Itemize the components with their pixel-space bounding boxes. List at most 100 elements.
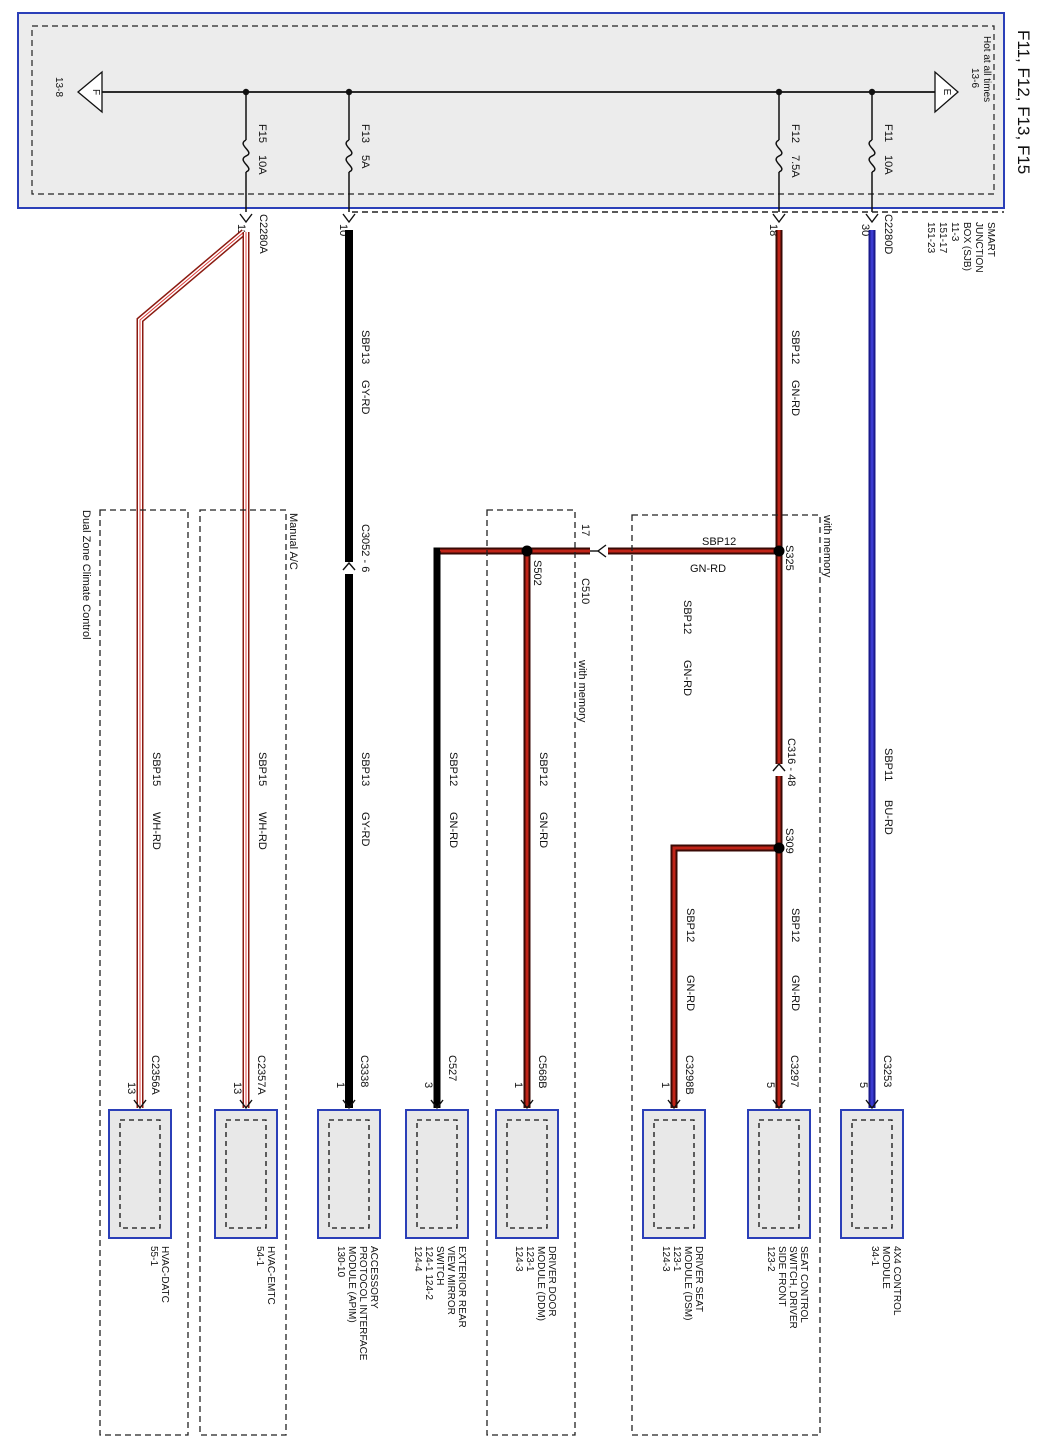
module-seat-switch-label-line: 123-2	[765, 1246, 776, 1272]
module-hvac-emtc-pin-symbol	[239, 1099, 253, 1110]
module-dsm-pin: 1	[659, 1082, 671, 1088]
connector-c2280d: C2280D	[882, 214, 894, 254]
module-ddm-label-line: 124-3	[513, 1246, 524, 1272]
option-with-memory-door: with memory	[486, 509, 588, 1436]
module-apim-pin-symbol	[342, 1099, 356, 1110]
sjb-inner-outline	[31, 25, 995, 195]
fuse-f15-rating: 10A	[256, 155, 268, 175]
module-4x4-connector: C3253	[881, 1055, 893, 1087]
svg-text:GY-RD: GY-RD	[359, 380, 371, 414]
svg-text:SBP15: SBP15	[256, 752, 268, 786]
svg-text:SBP13: SBP13	[359, 330, 371, 364]
feed-out-triangle	[76, 70, 103, 114]
svg-text:Dual Zone Climate Control: Dual Zone Climate Control	[80, 510, 92, 640]
wire-sbp12-s309-branch	[670, 844, 779, 1108]
fuse-f13: F13 5A	[345, 88, 371, 212]
fuse-f15-id: F15	[256, 124, 268, 143]
svg-text:C316 - 48: C316 - 48	[785, 738, 797, 786]
module-ddm-label-line: MODULE (DDM)	[535, 1246, 546, 1321]
svg-text:C3052 - 6: C3052 - 6	[359, 524, 371, 572]
module-4x4-inner	[851, 1119, 893, 1229]
svg-text:SBP12: SBP12	[537, 752, 549, 786]
module-dsm-label-line: MODULE (DSM)	[682, 1246, 693, 1320]
module-seat-switch-label-line: SEAT CONTROL	[798, 1246, 809, 1323]
feed-out-letter: F	[90, 89, 101, 95]
svg-text:151-17: 151-17	[937, 222, 948, 254]
module-apim-inner	[328, 1119, 370, 1229]
module-seat-switch-inner	[758, 1119, 800, 1229]
wire-labels: SBP11 BU-RD SBP12 GN-RD SBP12 GN-RD SBP1…	[150, 330, 894, 1011]
module-seat-switch-box	[747, 1109, 811, 1239]
module-hvac-emtc-pin: 13	[231, 1082, 243, 1094]
module-4x4-label-line: 34-1	[869, 1246, 880, 1266]
module-seat-switch-pin-symbol	[772, 1099, 786, 1110]
svg-text:WH-RD: WH-RD	[150, 812, 162, 850]
module-dsm-label-line: 124-3	[660, 1246, 671, 1272]
module-apim-connector: C3338	[358, 1055, 370, 1087]
module-ddm-box	[495, 1109, 559, 1239]
module-hvac-datc-pin: 13	[125, 1082, 137, 1094]
svg-text:SBP15: SBP15	[150, 752, 162, 786]
inline-c316: C316 - 48	[772, 738, 797, 786]
module-mirror-switch-connector: C527	[446, 1055, 458, 1081]
module-hvac-datc-connector: C2356A	[149, 1055, 161, 1095]
module-dsm-inner	[653, 1119, 695, 1229]
option-manual-ac: Manual A/C	[199, 509, 299, 1436]
splice-s502-label: S502	[531, 560, 543, 586]
svg-text:GN-RD: GN-RD	[684, 975, 696, 1011]
module-seat-switch-label-line: SWITCH, DRIVER	[787, 1246, 798, 1329]
fuse-f12: F12 7.5A	[775, 88, 801, 212]
option-with-memory-seat: with memory	[631, 514, 833, 1436]
module-hvac-datc-pin-symbol	[133, 1099, 147, 1110]
module-mirror-switch-label-line: SWITCH	[434, 1246, 445, 1285]
inline-c510: C510 17	[579, 524, 608, 604]
module-4x4-pin: 5	[857, 1082, 869, 1088]
splice-s325	[773, 545, 785, 557]
connector-c2280a: C2280A	[257, 214, 269, 254]
module-seat-switch-connector: C3297	[788, 1055, 800, 1087]
module-4x4-label-line: MODULE	[880, 1246, 891, 1289]
svg-text:17: 17	[579, 524, 591, 536]
svg-text:GY-RD: GY-RD	[359, 812, 371, 846]
splice-s502	[521, 545, 533, 557]
module-mirror-switch-label-line: 124-1 124-2	[423, 1246, 434, 1300]
svg-text:151-23: 151-23	[925, 222, 936, 254]
svg-text:GN-RD: GN-RD	[447, 812, 459, 848]
module-apim-label-line: ACCESSORY	[368, 1246, 379, 1309]
inline-c3052: C3052 - 6	[342, 524, 371, 574]
fuse-f12-rating: 7.5A	[789, 155, 801, 178]
module-seat-switch-pin: 5	[764, 1082, 776, 1088]
module-ddm-label-line: DRIVER DOOR	[546, 1246, 557, 1317]
module-mirror-switch-inner	[416, 1119, 458, 1229]
fuse-f11: F11 10A	[868, 88, 894, 212]
module-mirror-switch-box	[405, 1109, 469, 1239]
option-dual-zone: Dual Zone Climate Control	[80, 509, 189, 1436]
feed-in-triangle	[934, 70, 959, 114]
svg-text:11-3: 11-3	[949, 222, 960, 242]
module-hvac-datc-label-line: 55-1	[148, 1246, 159, 1266]
fuse-f12-id: F12	[789, 124, 801, 143]
module-mirror-switch-label-line: VIEW MIRROR	[445, 1246, 456, 1315]
hot-at-all-times-label: Hot at all times	[981, 36, 992, 102]
svg-text:C510: C510	[579, 578, 591, 604]
svg-text:SBP11: SBP11	[882, 748, 894, 781]
diagram-title: F11, F12, F13, F15	[1014, 30, 1033, 174]
svg-text:WH-RD: WH-RD	[256, 812, 268, 850]
feed-out-ref: 13-8	[53, 77, 64, 97]
feed-in-letter: E	[941, 89, 952, 96]
svg-text:GN-RD: GN-RD	[690, 563, 726, 575]
sjb-name: SMART JUNCTION BOX (SJB) 11-3 151-17 151…	[925, 222, 996, 273]
hot-ref: 13-6	[969, 68, 980, 88]
svg-text:BOX (SJB): BOX (SJB)	[961, 222, 972, 271]
sjb-pins	[239, 213, 879, 224]
svg-text:SBP12: SBP12	[684, 908, 696, 942]
module-mirror-switch-label-line: EXTERIOR REAR	[456, 1246, 467, 1328]
module-dsm-box	[642, 1109, 706, 1239]
